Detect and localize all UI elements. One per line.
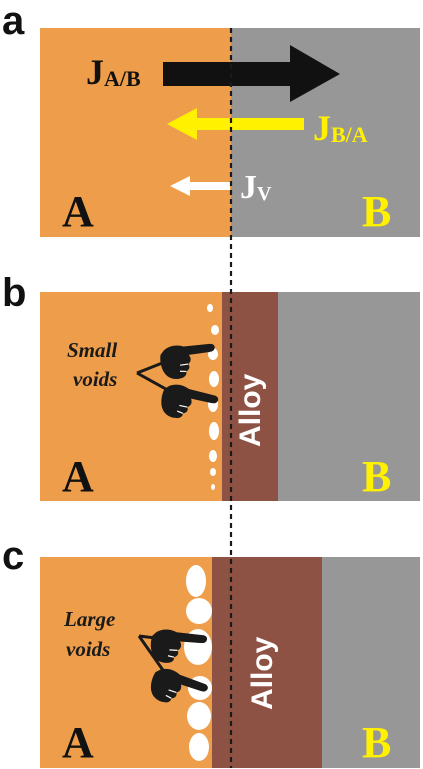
panel-c: c Large voids Alloy A B	[2, 534, 420, 768]
metal-b-region	[278, 292, 420, 501]
void	[209, 422, 219, 440]
alloy-label: Alloy	[234, 373, 267, 447]
voids-label-line2: voids	[73, 367, 117, 391]
small-voids	[207, 304, 219, 490]
void	[187, 702, 211, 730]
flux-v-subscript: V	[257, 183, 272, 205]
void	[186, 565, 206, 597]
void	[186, 598, 212, 624]
flux-ab-arrow	[163, 45, 340, 102]
panel-a: a JA/B JB/A JV A B	[2, 0, 420, 237]
metal-a-label: A	[62, 187, 94, 236]
void	[210, 468, 216, 476]
voids-label-line1: Large	[63, 607, 115, 631]
metal-a-label: A	[62, 452, 94, 501]
void	[211, 325, 219, 335]
voids-label-line2: voids	[66, 637, 110, 661]
flux-ab-label: JA/B	[86, 52, 141, 92]
flux-ba-subscript: B/A	[331, 122, 368, 147]
panel-letter-c: c	[2, 534, 24, 578]
flux-ba-label: JB/A	[313, 108, 368, 148]
flux-ab-symbol: J	[86, 52, 104, 92]
metal-a-label: A	[62, 718, 94, 767]
flux-v-label: JV	[240, 169, 272, 206]
void	[211, 484, 215, 490]
alloy-label: Alloy	[246, 636, 279, 710]
metal-a-region	[40, 557, 212, 768]
voids-label-line1: Small	[67, 338, 117, 362]
voids-label: Large voids	[63, 607, 121, 661]
flux-ab-subscript: A/B	[104, 66, 141, 91]
void	[209, 450, 217, 462]
metal-b-label: B	[362, 452, 391, 501]
flux-ba-symbol: J	[313, 108, 331, 148]
void	[207, 304, 213, 312]
void	[209, 371, 219, 387]
metal-b-label: B	[362, 718, 391, 767]
metal-b-label: B	[362, 187, 391, 236]
metal-b-region	[322, 557, 420, 768]
panel-letter-b: b	[2, 271, 26, 315]
flux-v-arrow	[170, 176, 230, 196]
panel-b: b Small voids Alloy A B	[2, 271, 420, 501]
voids-label: Small voids	[67, 338, 122, 391]
flux-ba-arrow	[167, 108, 304, 140]
void	[189, 733, 209, 761]
panel-letter-a: a	[2, 0, 25, 43]
flux-v-symbol: J	[240, 169, 257, 206]
